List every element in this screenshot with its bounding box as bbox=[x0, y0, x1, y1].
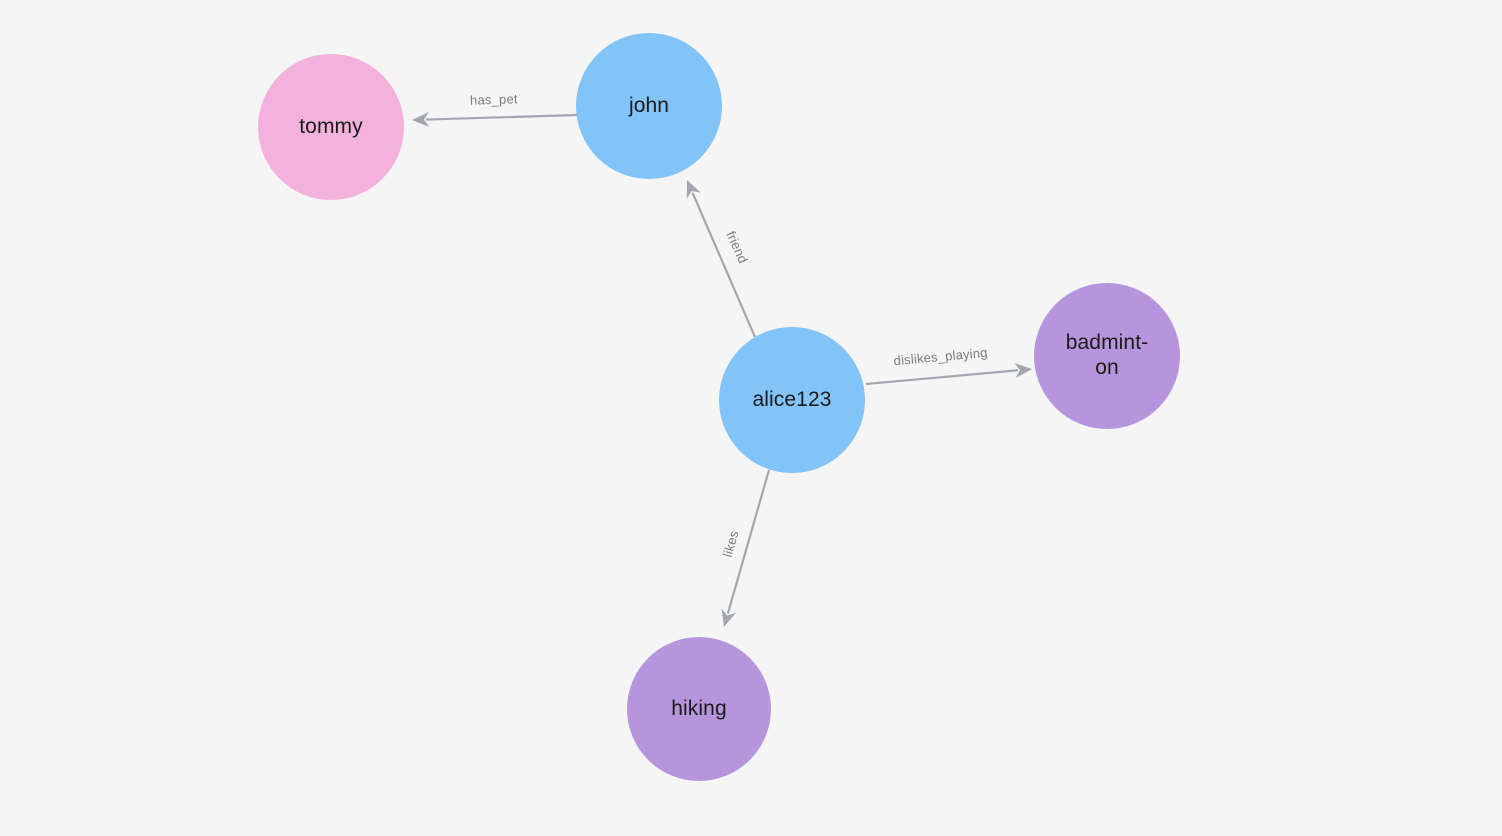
graph-edge[interactable]: dislikes_playing bbox=[865, 345, 1032, 386]
edge-arrow-head-icon bbox=[721, 608, 736, 627]
graph-node-label: john bbox=[628, 93, 670, 117]
edge-arrow-head-icon bbox=[686, 180, 701, 199]
edge-label: likes bbox=[720, 528, 742, 558]
graph-node-tommy[interactable]: tommy bbox=[258, 54, 404, 200]
edge-label: dislikes_playing bbox=[893, 345, 988, 368]
edge-label: friend bbox=[723, 229, 750, 266]
graph-edge[interactable]: friend bbox=[686, 180, 757, 338]
edge-arrow-head-icon bbox=[1014, 363, 1032, 378]
graph-node-label: badmint- on bbox=[1065, 331, 1149, 379]
graph-node-label: hiking bbox=[671, 696, 727, 720]
edge-label: has_pet bbox=[470, 91, 518, 107]
edge-line bbox=[425, 113, 578, 121]
graph-node-john[interactable]: john bbox=[576, 33, 722, 179]
edge-line bbox=[865, 369, 1019, 386]
graph-node-hiking[interactable]: hiking bbox=[627, 637, 771, 781]
graph-node-label: alice123 bbox=[752, 387, 832, 411]
graph-node-label: tommy bbox=[299, 114, 363, 138]
edge-line bbox=[726, 469, 771, 614]
graph-node-alice123[interactable]: alice123 bbox=[719, 327, 865, 473]
edge-line bbox=[691, 192, 757, 338]
graph-node-badminton[interactable]: badmint- on bbox=[1034, 283, 1180, 429]
edge-arrow-head-icon bbox=[412, 111, 430, 127]
graph-edge[interactable]: has_pet bbox=[412, 91, 578, 127]
graph-edge[interactable]: likes bbox=[720, 469, 771, 627]
